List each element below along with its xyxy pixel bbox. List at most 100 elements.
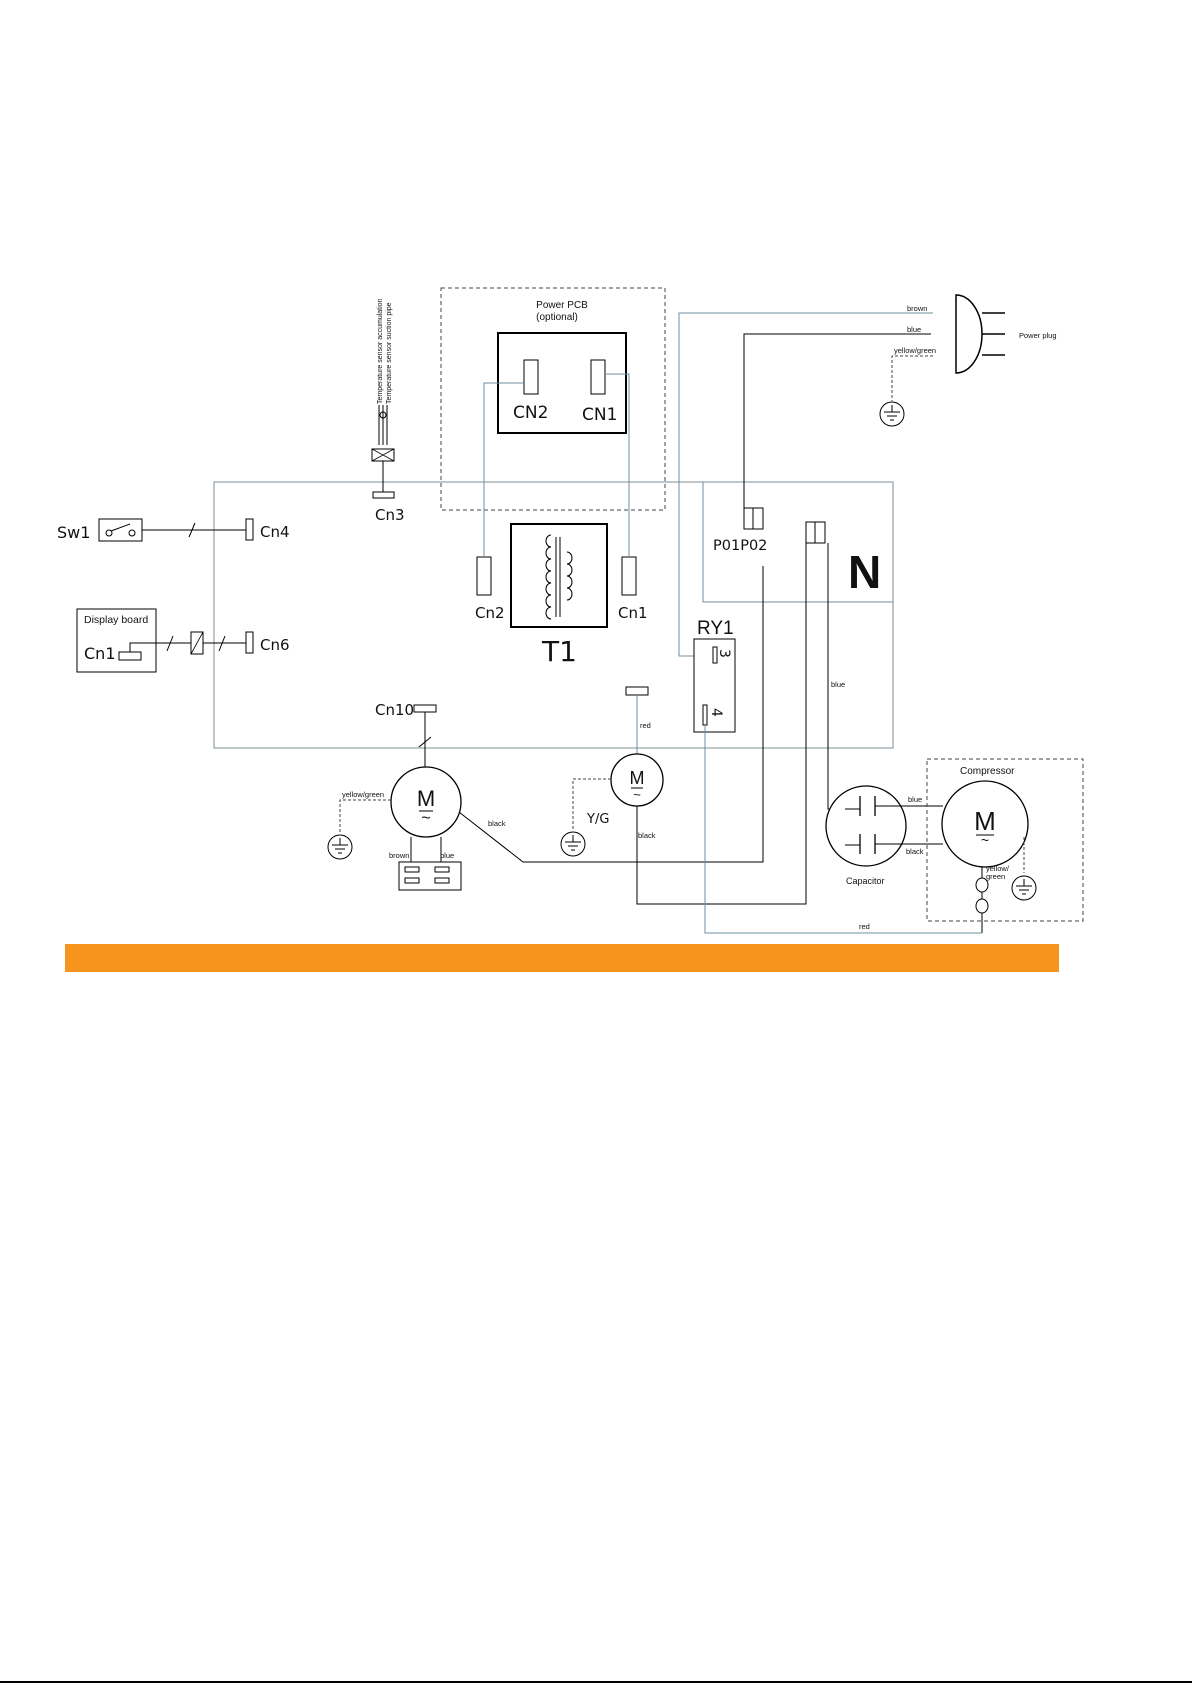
- sw1-contact-a: [105, 529, 113, 537]
- power-pcb-outline: [440, 287, 666, 511]
- compressor-yellow-label: yellow/: [986, 864, 1010, 873]
- fan-terminal-4: [434, 877, 450, 884]
- compressor-m-label: M: [974, 806, 996, 836]
- cn10-label: Cn10: [375, 701, 414, 719]
- fan-black-wire: [458, 566, 764, 863]
- red-wire-bottom-label: red: [859, 922, 870, 931]
- ry1-pin3-contact: [712, 646, 718, 664]
- sw1-contact-b: [128, 529, 136, 537]
- t1-label: T1: [541, 635, 577, 668]
- t1-secondary-coil: [566, 551, 573, 601]
- cn1-upper-label: CN1: [582, 405, 617, 425]
- ry1-pin3-label: 3: [716, 649, 732, 658]
- n-label: N: [848, 546, 881, 598]
- fan-motor-m-label: M: [417, 786, 435, 811]
- small-motor-black-label: black: [638, 831, 656, 840]
- power-pcb-optional: (optional): [536, 312, 578, 323]
- small-motor-red-label: red: [640, 721, 651, 730]
- fan-earth-icon: [327, 834, 353, 860]
- compressor-tilde: ~: [981, 832, 989, 848]
- ry1-to-compressor-red-wire: [704, 725, 982, 934]
- accent-bar: [65, 944, 1059, 972]
- small-motor-m-label: M: [630, 768, 645, 788]
- yellow-green-wire-label: yellow/green: [894, 346, 936, 355]
- sw1-wire-slash: [188, 522, 196, 538]
- cn2-connector: [476, 556, 492, 596]
- sensor-suction-label: Temperature sensor suction pipe: [386, 302, 393, 404]
- plug-earth-icon: [879, 401, 905, 427]
- brown-wire: [678, 312, 933, 657]
- fan-terminal-2: [434, 866, 450, 873]
- capacitor-label: Capacitor: [846, 876, 885, 886]
- cn2-upper-connector: [523, 359, 539, 395]
- compressor-earth-icon: [1011, 875, 1037, 901]
- fan-brown-label: brown: [389, 851, 409, 860]
- sensor-bead: [379, 411, 387, 419]
- ry1-pin4-contact: [702, 704, 708, 726]
- compressor-black-label: black: [906, 847, 924, 856]
- p02-blue-wire-label: blue: [831, 680, 845, 689]
- fan-blue-label: blue: [440, 851, 454, 860]
- cn3-label: Cn3: [375, 506, 405, 524]
- sw1-switch: [98, 518, 143, 542]
- fan-motor-tilde: ~: [421, 810, 430, 827]
- compressor-blue-label: blue: [908, 795, 922, 804]
- compressor-motor: [941, 780, 1029, 868]
- cn1-label: Cn1: [618, 604, 648, 622]
- display-wire-slash-2: [218, 635, 226, 652]
- small-motor-tilde: ~: [633, 787, 641, 802]
- cn2-upper-label: CN2: [513, 403, 548, 423]
- sensor-plug-cross-b: [371, 448, 395, 462]
- blue-wire: [743, 333, 931, 508]
- t1-primary-coil: [545, 534, 552, 620]
- small-motor-black-wire: [636, 543, 807, 905]
- fan-terminal-block: [398, 861, 462, 891]
- sw1-label: Sw1: [57, 523, 90, 542]
- power-pcb-label: Power PCB: [536, 300, 588, 311]
- cn4-connector: [245, 518, 254, 541]
- fan-earth-wire: [339, 799, 391, 833]
- display-board-label: Display board: [84, 614, 148, 626]
- small-motor-earth-icon: [560, 831, 586, 857]
- cn6-connector: [245, 631, 254, 654]
- power-plug-body: [955, 294, 983, 374]
- cn1-upper-connector: [590, 359, 606, 395]
- compressor-label: Compressor: [960, 766, 1015, 777]
- small-motor-yg-label: Y/G: [586, 812, 609, 827]
- brown-wire-label: brown: [907, 304, 927, 313]
- transformer-t1: [510, 523, 608, 628]
- p01p02-label: P01P02: [713, 538, 767, 554]
- fan-terminal-3: [404, 877, 420, 884]
- cn10-connector: [413, 704, 437, 713]
- display-cn1-label: Cn1: [84, 644, 116, 663]
- sw1-lever: [110, 523, 131, 532]
- n-zone-outline: [702, 482, 893, 603]
- display-cn1-connector: [118, 651, 142, 661]
- fan-black-wire-label: black: [488, 819, 506, 828]
- fan-motor: [390, 766, 462, 838]
- cn2-label: Cn2: [475, 604, 505, 622]
- cn2-to-pcb-wire: [483, 382, 524, 557]
- cn3-connector: [372, 491, 395, 499]
- display-wire-slash-1: [166, 635, 174, 652]
- fan-terminal-1: [404, 866, 420, 873]
- page-bottom-rule: [0, 1681, 1192, 1683]
- yellow-green-wire: [891, 355, 933, 401]
- cn4-label: Cn4: [260, 523, 290, 541]
- sensor-accumulation-label: Temperature sensor accumulation: [377, 298, 384, 404]
- compressor-enclosure: [926, 758, 1084, 922]
- blue-wire-label: blue: [907, 325, 921, 334]
- ry1-label: RY1: [697, 618, 734, 639]
- small-motor-connector: [625, 686, 649, 696]
- fan-yellow-green-label: yellow/green: [342, 790, 384, 799]
- cn6-label: Cn6: [260, 636, 290, 654]
- compressor-green-label: green: [986, 872, 1005, 881]
- cn1-to-pcb-wire: [605, 373, 630, 557]
- display-inline-plug-diag: [190, 631, 204, 655]
- cn1-connector: [621, 556, 637, 596]
- compressor-overload-coil: [975, 867, 989, 933]
- power-plug-label: Power plug: [1019, 331, 1057, 340]
- capacitor: [825, 785, 907, 867]
- display-board: [76, 608, 157, 673]
